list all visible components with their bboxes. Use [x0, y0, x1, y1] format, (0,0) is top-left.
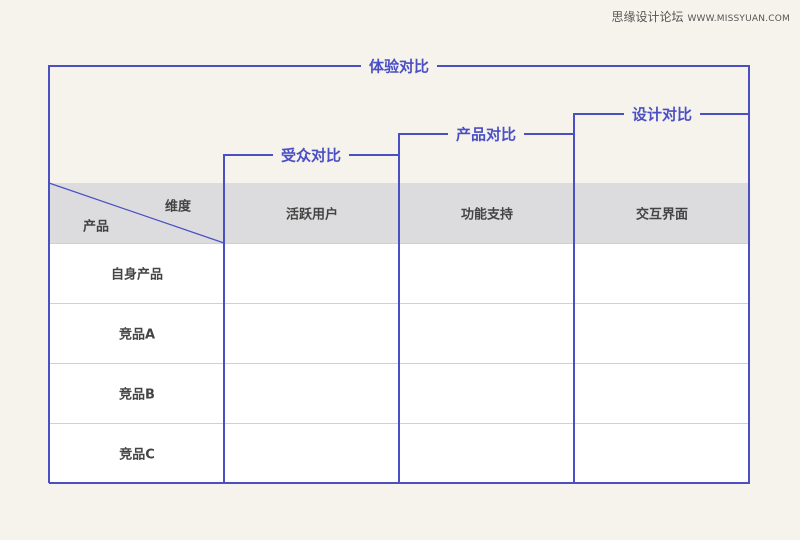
- group-label-design: 设计对比: [623, 103, 701, 125]
- design-bracket: [573, 113, 749, 483]
- row-header-competitor-a: 竞品A: [118, 327, 156, 343]
- audience-bracket: [223, 154, 400, 483]
- row-header-competitor-b: 竞品B: [119, 387, 155, 403]
- corner-dimension-label: 维度: [164, 199, 192, 215]
- corner-diagonal: [48, 182, 225, 244]
- group-label-product: 产品对比: [447, 123, 525, 145]
- experience-bracket: [48, 65, 750, 484]
- watermark-site-url: WWW.MISSYUAN.COM: [687, 14, 790, 24]
- column-header-active-users: 活跃用户: [285, 207, 339, 223]
- watermark-site-name: 思缘设计论坛: [611, 10, 684, 24]
- group-label-experience: 体验对比: [360, 55, 438, 77]
- column-header-feature-support: 功能支持: [460, 207, 514, 223]
- row-header-own-product: 自身产品: [110, 267, 164, 283]
- corner-product-label: 产品: [82, 219, 110, 235]
- product-bracket: [398, 133, 575, 483]
- group-label-audience: 受众对比: [272, 144, 350, 166]
- row-header-competitor-c: 竞品C: [119, 447, 155, 463]
- column-header-interface: 交互界面: [635, 207, 689, 223]
